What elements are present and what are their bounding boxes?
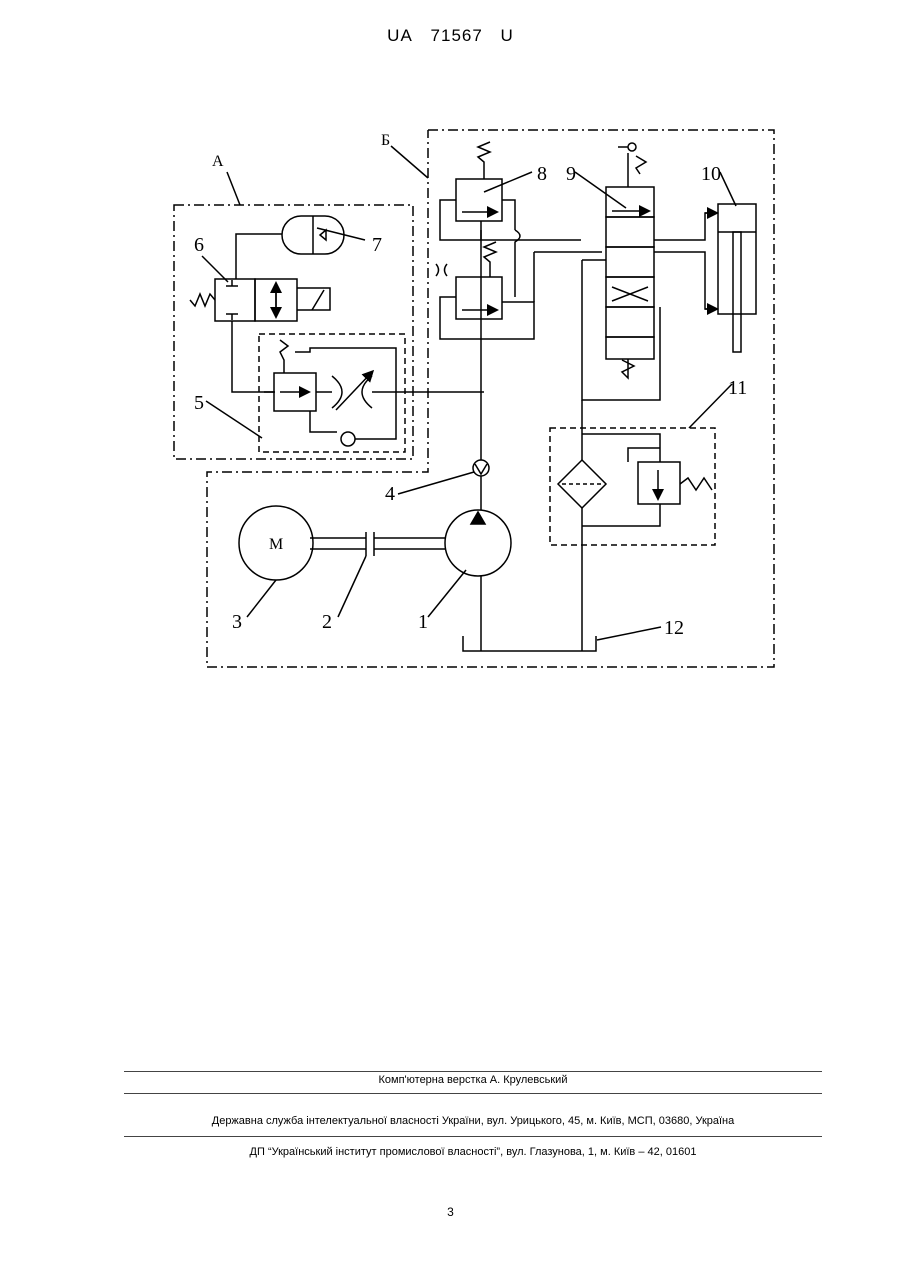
filter-11 bbox=[558, 400, 712, 651]
label-7: 7 bbox=[372, 234, 382, 256]
label-3: 3 bbox=[232, 611, 242, 633]
label-5: 5 bbox=[194, 392, 204, 414]
label-6: 6 bbox=[194, 234, 204, 256]
footer-typesetter: Комп'ютерна верстка А. Крулевський bbox=[124, 1074, 822, 1086]
label-1: 1 bbox=[418, 611, 428, 633]
tank-12 bbox=[463, 636, 596, 651]
footer-rule-bottom bbox=[124, 1136, 822, 1137]
unit-11-boundary bbox=[550, 428, 715, 545]
footer-rule-middle bbox=[124, 1093, 822, 1094]
label-12: 12 bbox=[664, 617, 684, 639]
valve-8 bbox=[436, 142, 581, 339]
page-number: 3 bbox=[0, 1205, 901, 1219]
valve-6 bbox=[190, 279, 330, 321]
hydraulic-schematic: А Б 6 7 5 8 9 10 11 4 3 2 1 12 М bbox=[0, 0, 901, 700]
footer-agency: Державна служба інтелектуальної власност… bbox=[124, 1115, 822, 1127]
label-4: 4 bbox=[385, 483, 395, 505]
label-9: 9 bbox=[566, 163, 576, 185]
label-10: 10 bbox=[701, 163, 721, 185]
motor-symbol: М bbox=[269, 536, 283, 553]
footer-rule-top bbox=[124, 1071, 822, 1072]
cylinder-10 bbox=[705, 204, 756, 352]
unit-5 bbox=[264, 340, 484, 446]
pump-1 bbox=[445, 510, 511, 651]
valve-9 bbox=[534, 143, 717, 400]
label-2: 2 bbox=[322, 611, 332, 633]
footer-institute: ДП “Український інститут промислової вла… bbox=[124, 1146, 822, 1158]
group-b-boundary bbox=[207, 130, 774, 667]
accumulator-7 bbox=[236, 216, 344, 279]
label-group-a: А bbox=[212, 153, 224, 170]
coupling-2 bbox=[310, 532, 445, 556]
label-11: 11 bbox=[728, 377, 747, 399]
label-group-b: Б bbox=[381, 132, 390, 149]
label-8: 8 bbox=[537, 163, 547, 185]
